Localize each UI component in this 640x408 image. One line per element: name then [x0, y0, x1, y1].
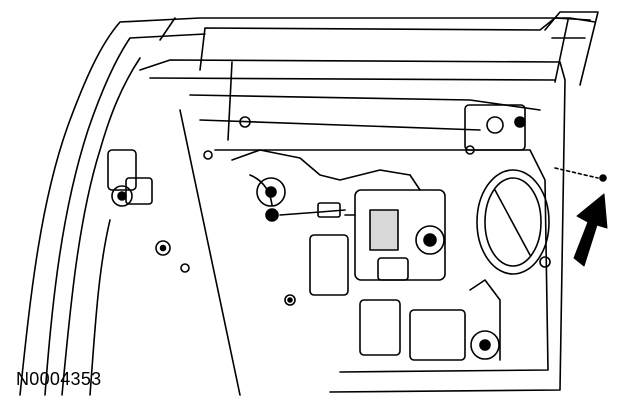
speaker-opening: [476, 169, 550, 275]
window-frame: [159, 11, 599, 86]
fastener-point: [599, 174, 607, 182]
leader-dash: [554, 167, 599, 179]
lower-bracket: [309, 234, 501, 361]
latch-cable: [231, 149, 411, 222]
regulator-motor: [344, 174, 446, 281]
handle-assembly: [107, 149, 153, 207]
antenna-rod: [227, 61, 233, 141]
pointer-arrow: [573, 193, 608, 267]
rear-latch-bracket: [464, 104, 526, 151]
inner-door-panel: [139, 59, 566, 396]
fastener-bolts: [155, 116, 551, 306]
door-outer-shell: [19, 17, 596, 396]
figure-id-label: N0004353: [16, 369, 102, 389]
